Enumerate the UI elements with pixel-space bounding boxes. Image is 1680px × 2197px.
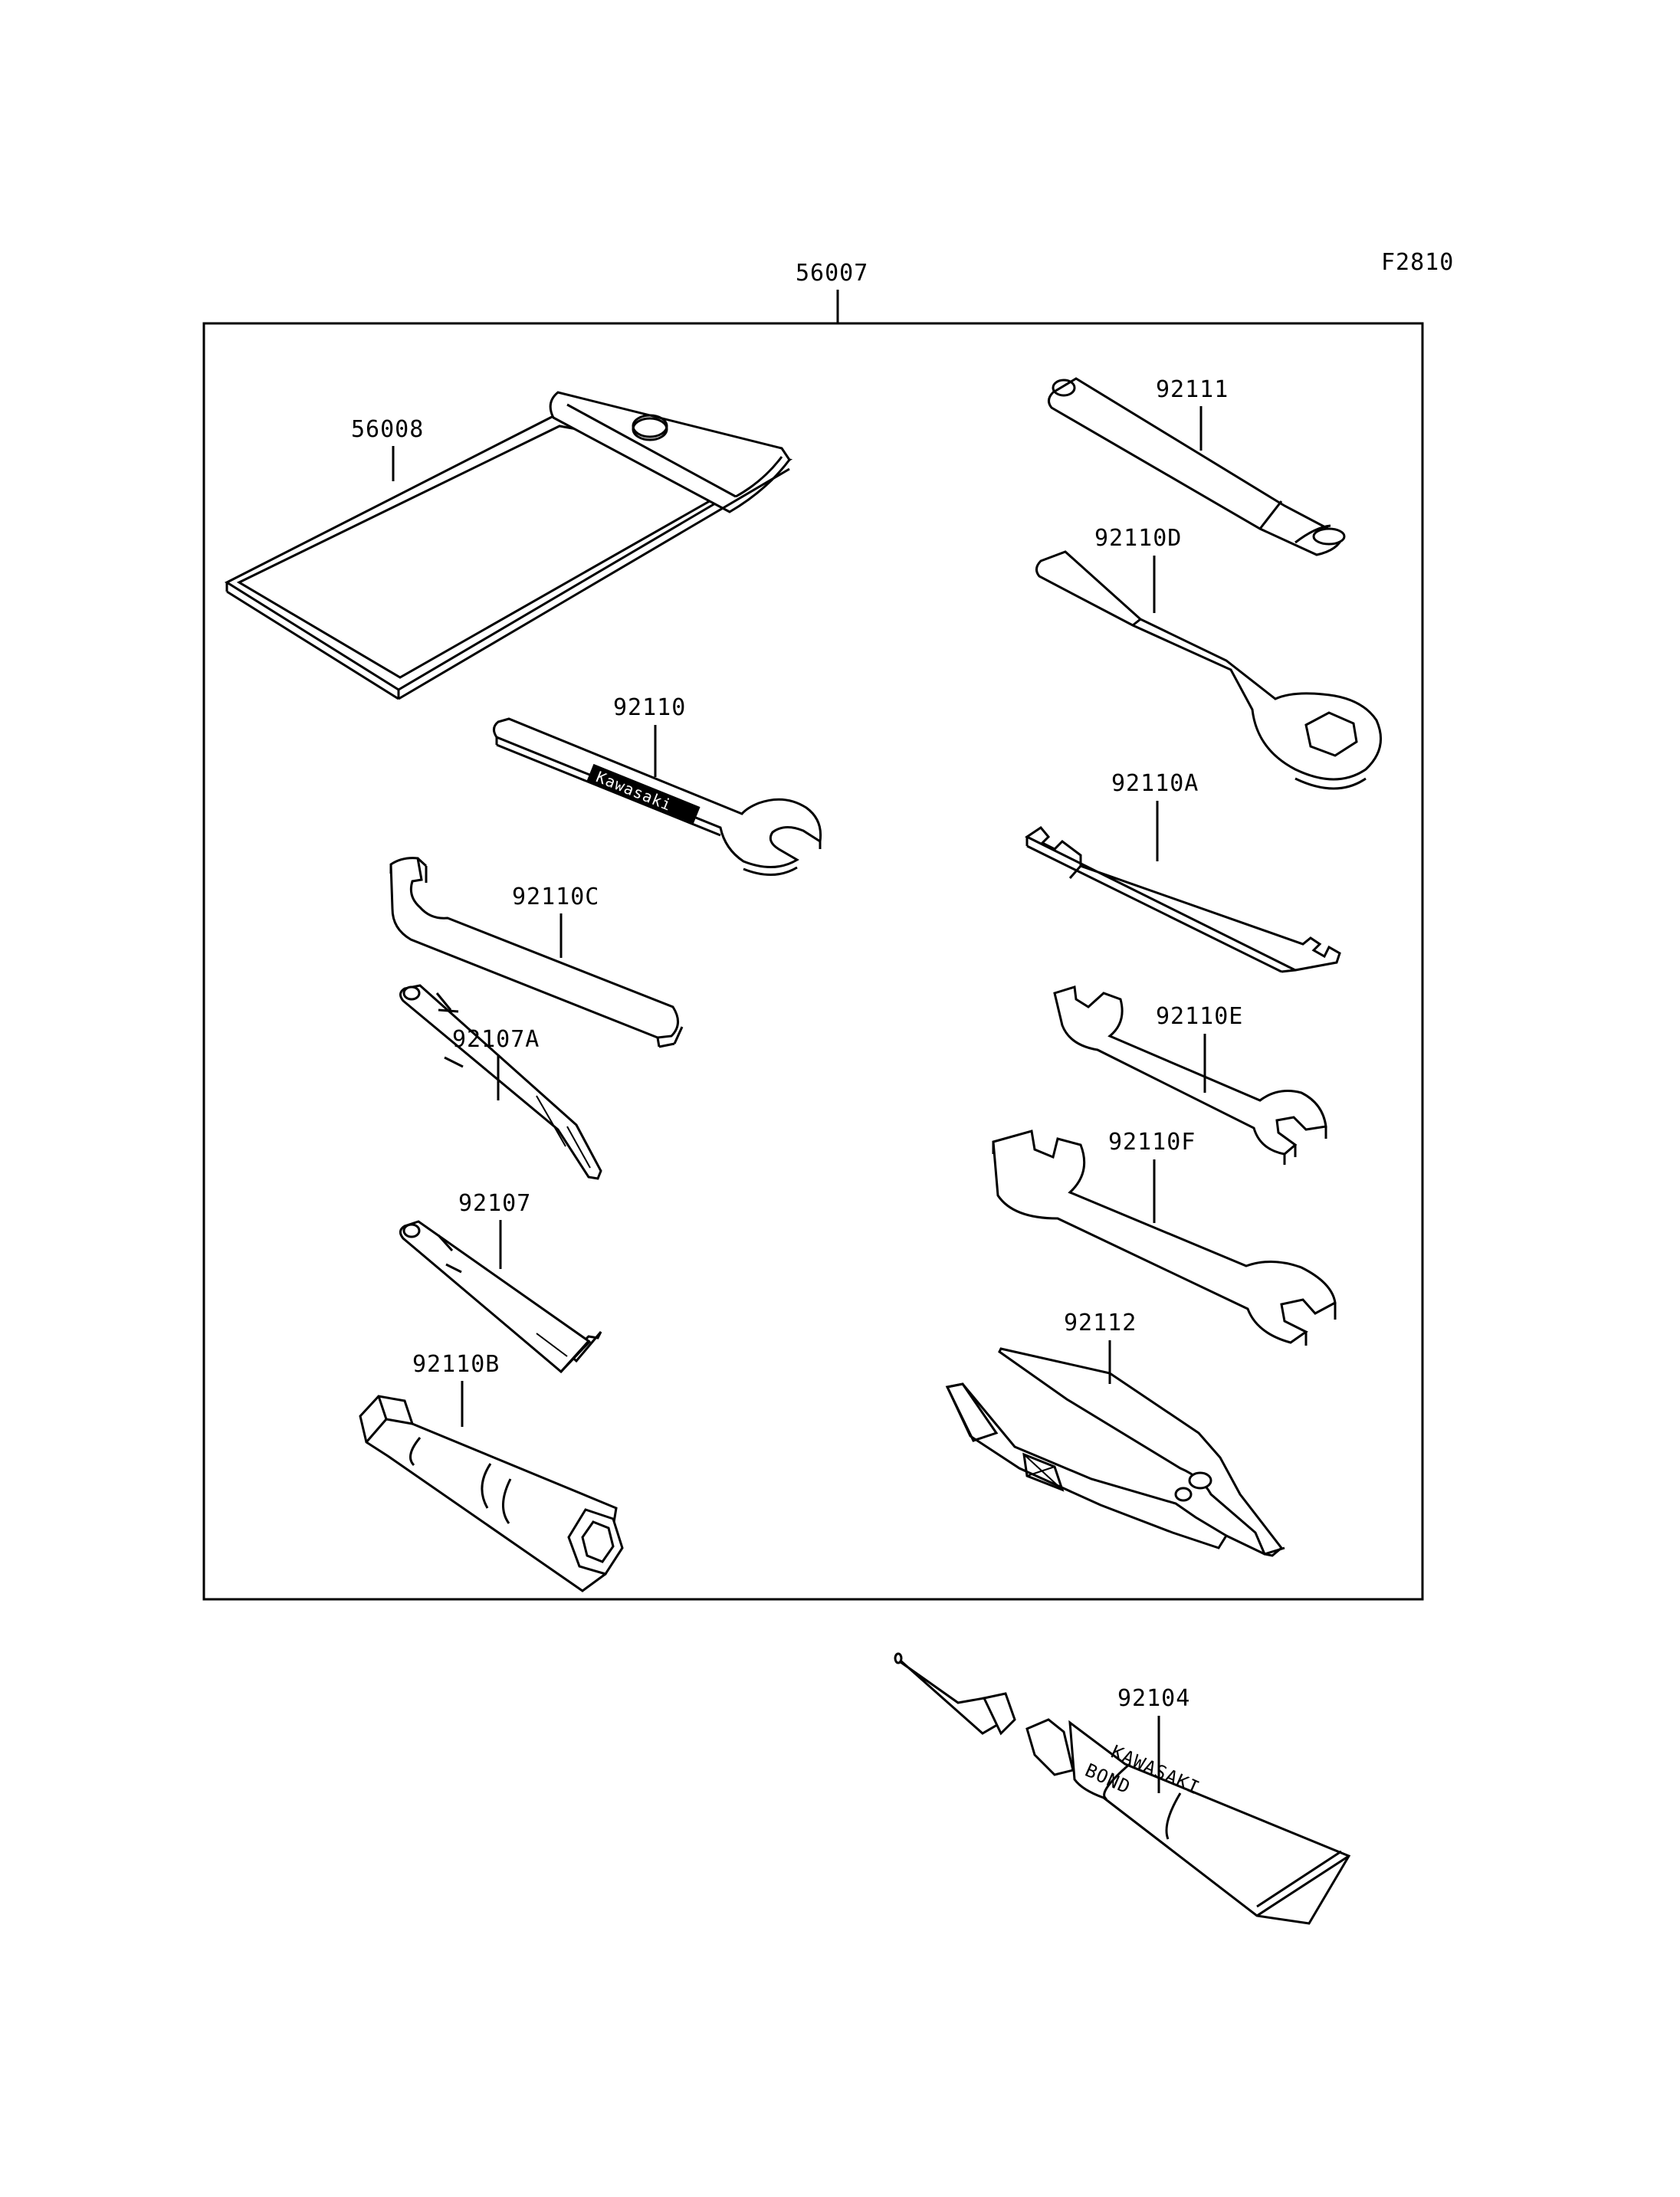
double-open-wrench-icon bbox=[992, 1130, 1337, 1346]
box-end-wrench-icon bbox=[1035, 550, 1383, 790]
tool-handle-icon bbox=[1048, 377, 1346, 556]
handle-part-number: 92111 bbox=[1156, 376, 1229, 403]
kit-frame bbox=[202, 322, 1424, 1601]
screwdriver-a-part-number: 92107A bbox=[452, 1026, 540, 1053]
plug-wrench-part-number: 92110B bbox=[412, 1351, 500, 1378]
pouch-part-number: 56008 bbox=[351, 416, 424, 443]
screwdriver-bit-icon bbox=[399, 984, 602, 1180]
figure-code: F2810 bbox=[1381, 249, 1454, 276]
wrench-e-part-number: 92110E bbox=[1156, 1003, 1243, 1030]
double-open-wrench-icon bbox=[1053, 985, 1327, 1165]
wrench-f-part-number: 92110F bbox=[1108, 1129, 1196, 1156]
spark-plug-socket-icon bbox=[359, 1395, 624, 1592]
spoke-wrench-part-number: 92110A bbox=[1111, 770, 1199, 797]
screwdriver-part-number: 92107 bbox=[458, 1190, 531, 1217]
pliers-part-number: 92112 bbox=[1064, 1310, 1137, 1336]
tool-pouch-icon bbox=[224, 391, 793, 700]
spanner-part-number: 92110 bbox=[613, 694, 686, 721]
hook-spanner-part-number: 92110C bbox=[512, 884, 599, 910]
bond-part-number: 92104 bbox=[1117, 1685, 1190, 1712]
hook-spanner-icon bbox=[389, 857, 684, 1048]
assembly-part-number: 56007 bbox=[796, 260, 868, 287]
double-slot-wrench-icon bbox=[1025, 826, 1341, 973]
open-end-wrench-icon: Kawasaki bbox=[493, 717, 822, 877]
box-wrench-part-number: 92110D bbox=[1094, 525, 1182, 552]
pliers-icon bbox=[945, 1347, 1285, 1557]
screwdriver-bit-icon bbox=[399, 1220, 602, 1374]
bond-tube-icon: KAWASAKI BOND bbox=[894, 1652, 1351, 1925]
